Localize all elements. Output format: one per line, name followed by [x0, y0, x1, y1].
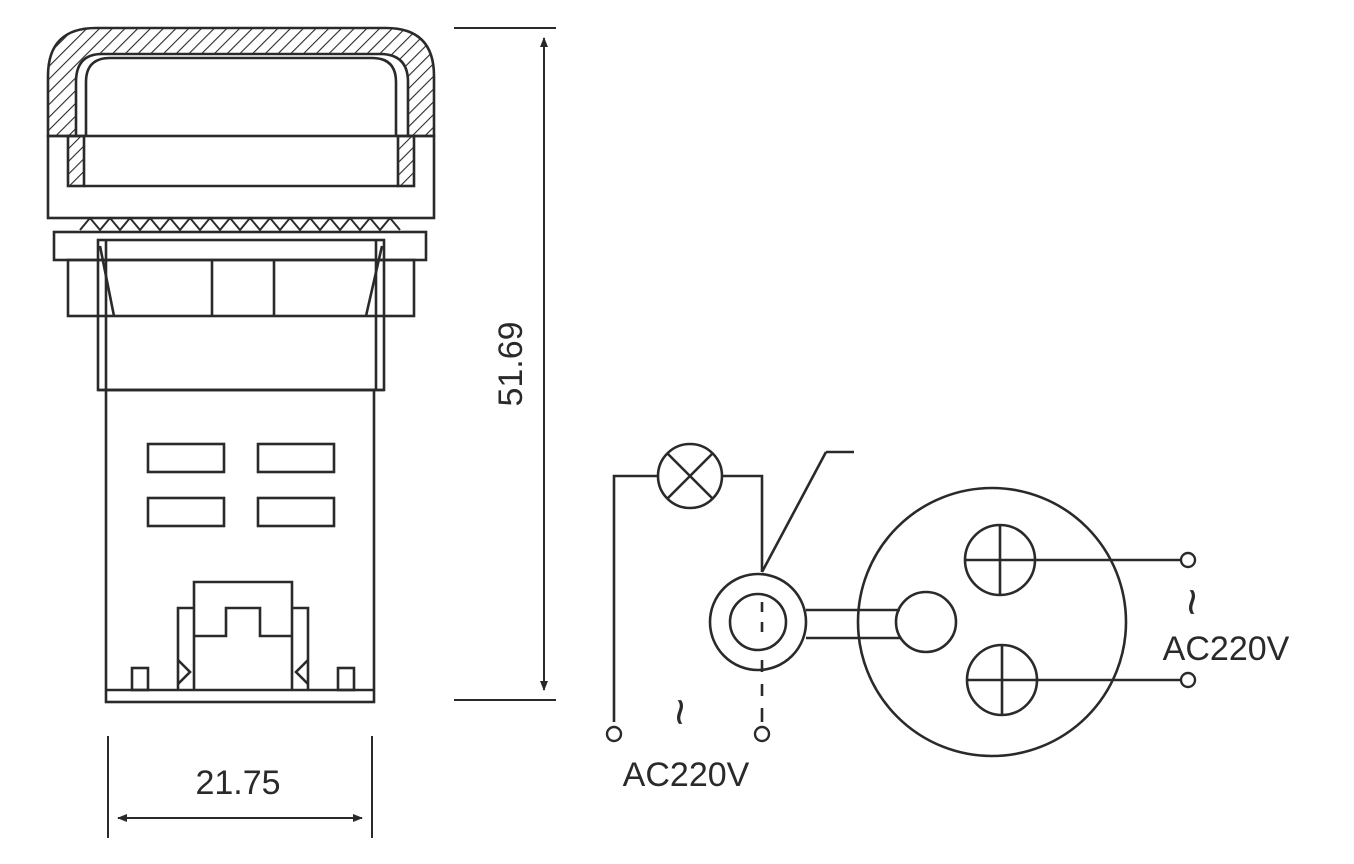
foot-tab	[336, 666, 356, 692]
contactor-body	[856, 486, 1128, 758]
vent-slot	[146, 496, 226, 528]
width-dimension-label: 21.75	[195, 764, 280, 802]
mount-flange	[52, 230, 428, 262]
width-dimension	[107, 736, 373, 838]
left-voltage-label: AC220V	[623, 756, 750, 794]
switch-outer	[708, 572, 808, 672]
foot-tab	[130, 666, 150, 692]
switch-inner	[728, 592, 788, 652]
terminal-dot	[605, 725, 623, 743]
switch-actuator-line	[760, 451, 828, 573]
vent-slot	[256, 496, 336, 528]
device-side-view	[46, 26, 436, 704]
wiring-schematic	[612, 442, 1181, 758]
height-dimension-label: 51.69	[492, 321, 530, 406]
vent-slot	[146, 442, 226, 474]
height-dimension	[454, 27, 556, 701]
terminal-dots	[605, 551, 1197, 743]
vent-slot	[256, 442, 336, 474]
terminal-clip	[192, 580, 294, 690]
contactor-center	[894, 590, 958, 654]
terminal-dot	[1179, 671, 1197, 689]
left-supply-wire	[612, 474, 658, 722]
terminal-dot	[1179, 551, 1197, 569]
right-ac-symbol: ~	[1166, 588, 1219, 616]
bezel-hatch-left	[66, 134, 86, 188]
device-body	[104, 388, 376, 704]
lamp-to-switch-wire	[722, 474, 764, 572]
mount-nut	[66, 258, 416, 318]
left-ac-symbol: ~	[654, 698, 707, 726]
cap-inner-window	[84, 56, 398, 136]
right-voltage-label: AC220V	[1163, 630, 1290, 668]
terminal-dot	[753, 725, 771, 743]
knurled-ring	[79, 216, 401, 232]
bezel-ring	[46, 134, 436, 220]
bezel-hatch-right	[396, 134, 416, 188]
cap-hatched-shell	[46, 26, 436, 138]
